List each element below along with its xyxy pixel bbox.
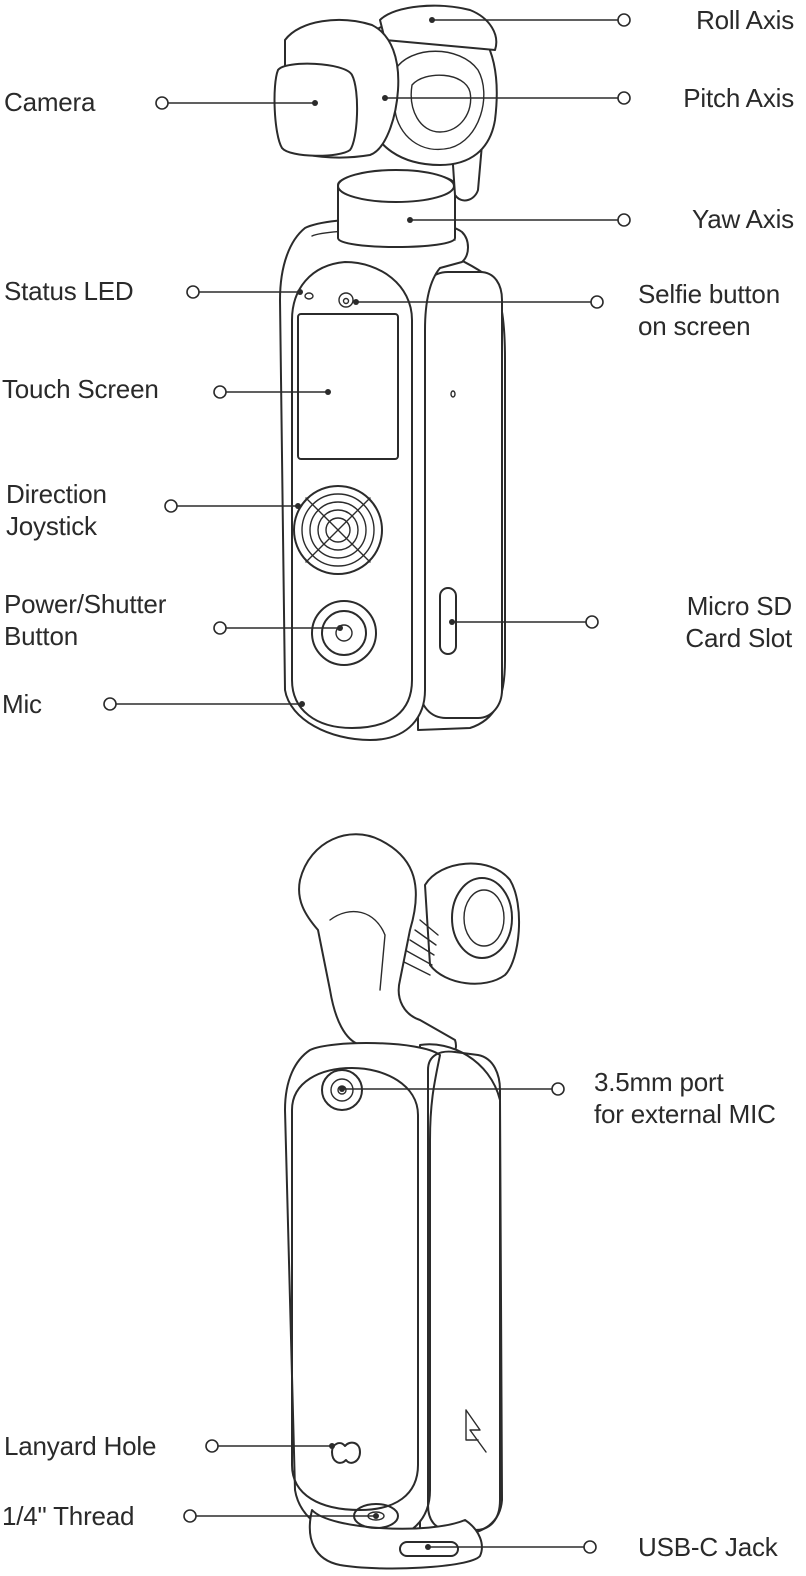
sd-slot (439, 587, 457, 655)
front-side-inset (419, 271, 503, 719)
touch-screen-panel (297, 313, 399, 460)
label-pitch-axis: Pitch Axis (683, 83, 794, 113)
selfie-icon (338, 292, 354, 308)
power-shutter (311, 600, 377, 666)
label-yaw-axis: Yaw Axis (692, 204, 794, 234)
label-direction-joystick: Direction Joystick (6, 479, 107, 541)
back-base (308, 1509, 483, 1570)
mic-port (321, 1069, 363, 1111)
back-body (284, 1042, 441, 1541)
pitch-motor-ring (394, 50, 485, 151)
back-arm (298, 833, 457, 1063)
lanyard-hole (331, 1441, 361, 1464)
label-camera: Camera (4, 87, 96, 117)
joystick (293, 485, 383, 575)
label-mic: Mic (2, 689, 42, 719)
label-power-shutter-button: Power/Shutter Button (4, 589, 167, 651)
label-touch-screen: Touch Screen (2, 374, 159, 404)
roll-motor (379, 4, 498, 51)
label-mic-port: 3.5mm port for external MIC (594, 1067, 776, 1129)
back-face-inset (291, 1067, 419, 1511)
front-leaders (103, 13, 631, 711)
back-leaders (183, 1082, 597, 1554)
label-micro-sd-card-slot: Micro SD Card Slot (685, 591, 792, 653)
front-face-inset (291, 261, 413, 729)
back-camera-lens (451, 877, 513, 959)
brand-logo (465, 1409, 487, 1453)
pitch-motor-plate (410, 74, 472, 133)
camera-lens-face (273, 62, 359, 157)
joystick-texture (301, 493, 375, 567)
back-device-drawing (284, 833, 520, 1570)
label-usb-c-jack: USB-C Jack (638, 1532, 778, 1562)
label-roll-axis: Roll Axis (696, 5, 794, 35)
label-lanyard-hole: Lanyard Hole (4, 1431, 157, 1461)
label-selfie-button: Selfie button on screen (638, 279, 780, 341)
yaw-motor-top (337, 169, 455, 203)
back-camera-fins (399, 919, 439, 976)
label-thread: 1/4" Thread (2, 1501, 135, 1531)
back-side-panel (419, 1043, 503, 1536)
status-led (304, 292, 314, 300)
front-device-drawing (273, 4, 506, 741)
usb-c-port (399, 1541, 459, 1557)
label-status-led: Status LED (4, 276, 134, 306)
